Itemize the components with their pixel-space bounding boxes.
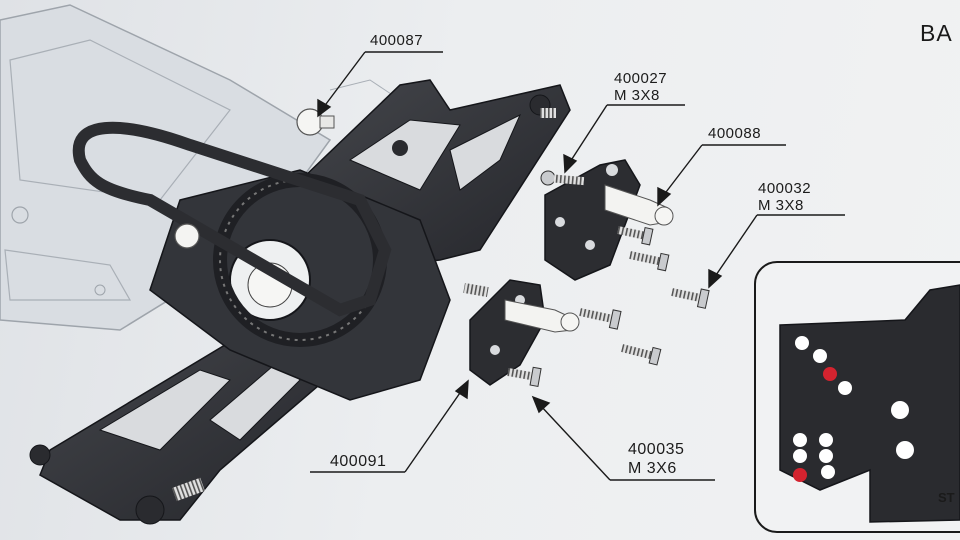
upper-shock-mount <box>544 159 674 281</box>
callout-part-label: 400035 <box>628 441 685 458</box>
callout-part-label: 400087 <box>370 32 424 49</box>
lower-shock-mount <box>463 279 580 386</box>
callout-spec-label: M 3X6 <box>628 460 677 477</box>
leader-lines <box>310 51 845 481</box>
inset-label: ST <box>938 490 955 505</box>
callout-part-label: 400088 <box>708 125 762 142</box>
callout-part-label: 400032 <box>758 180 812 197</box>
shock-tower-inset <box>754 261 960 533</box>
callout-part-label: 400027 <box>614 70 668 87</box>
screw-set <box>507 170 710 387</box>
callout-spec-label: M 3X8 <box>614 87 660 104</box>
section-title: BA <box>920 20 953 46</box>
callout-part-label: 400091 <box>330 453 387 470</box>
callout-spec-label: M 3X8 <box>758 197 804 214</box>
rear-bulkhead-assembly <box>29 79 571 525</box>
ball-end-part <box>296 108 335 136</box>
